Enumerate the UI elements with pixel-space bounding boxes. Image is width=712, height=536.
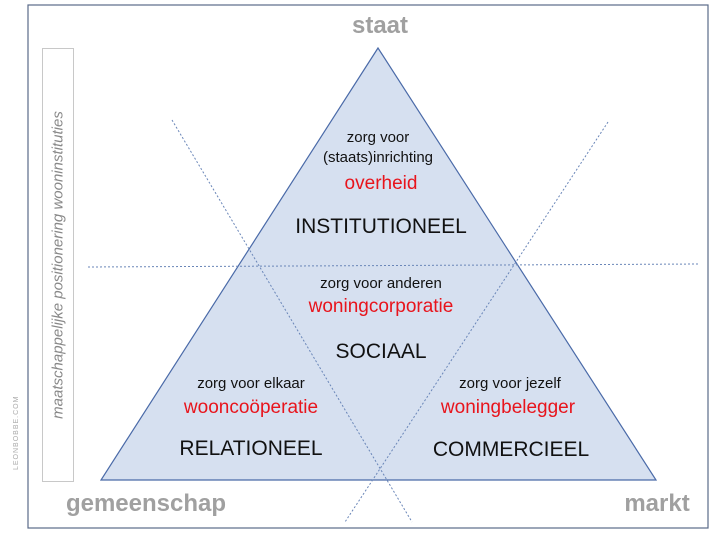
care-text-top-1: zorg voor bbox=[346, 129, 410, 146]
actor-woningbelegger: woningbelegger bbox=[440, 397, 576, 418]
care-text-left: zorg voor elkaar bbox=[197, 375, 305, 392]
frame bbox=[27, 4, 709, 529]
side-label: maatschappelijke positionering wooninsti… bbox=[49, 111, 67, 419]
actor-overheid: overheid bbox=[344, 173, 418, 194]
type-sociaal: SOCIAAL bbox=[335, 340, 427, 363]
type-institutioneel: INSTITUTIONEEL bbox=[295, 215, 467, 238]
actor-woningcorporatie: woningcorporatie bbox=[308, 296, 454, 317]
care-text-top-2: (staats)inrichting bbox=[322, 149, 434, 166]
care-text-middle: zorg voor anderen bbox=[320, 275, 442, 292]
care-text-right: zorg voor jezelf bbox=[459, 375, 561, 392]
corner-label-gemeenschap: gemeenschap bbox=[65, 490, 227, 517]
side-label-box: maatschappelijke positionering wooninsti… bbox=[42, 48, 74, 482]
corner-label-markt: markt bbox=[624, 490, 690, 517]
type-commercieel: COMMERCIEEL bbox=[432, 438, 590, 461]
actor-wooncooperatie: wooncoöperatie bbox=[183, 397, 319, 418]
logo: LEONBOBBE.COM bbox=[13, 395, 20, 470]
type-relationeel: RELATIONEEL bbox=[179, 437, 323, 460]
triangle bbox=[99, 46, 658, 481]
corner-label-staat: staat bbox=[351, 12, 409, 39]
